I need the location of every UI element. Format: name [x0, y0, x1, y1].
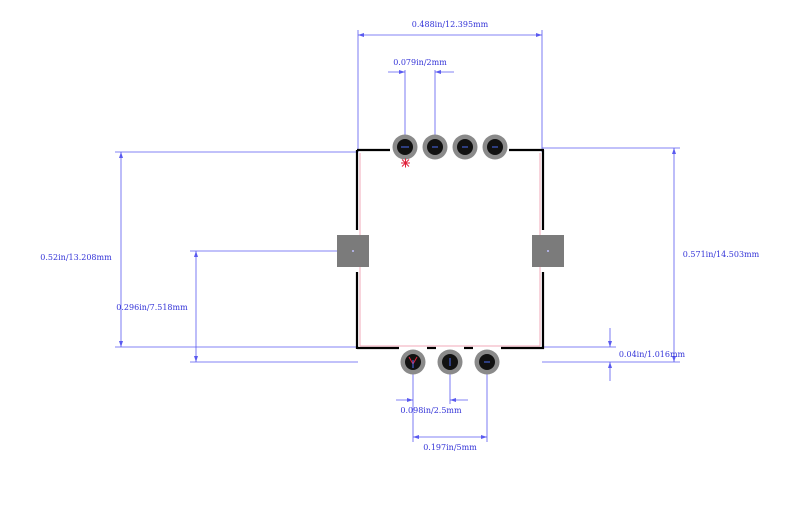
arrow	[450, 398, 456, 402]
pin-6	[437, 349, 463, 375]
pin-2	[422, 134, 448, 160]
arrow	[399, 70, 405, 74]
arrow	[672, 148, 676, 154]
dim-side-pad-offset-label: 0.296in/7.518mm	[116, 303, 188, 312]
dim-overall-width-label: 0.488in/12.395mm	[412, 20, 489, 29]
arrow	[119, 152, 123, 158]
pin1-marker-icon	[401, 158, 410, 168]
arrow	[608, 341, 612, 347]
arrow	[608, 362, 612, 368]
dim-overall-height-label: 0.571in/14.503mm	[683, 250, 760, 259]
arrow	[119, 341, 123, 347]
side-pad-right-center	[547, 250, 549, 252]
pin-3	[452, 134, 478, 160]
arrow	[194, 356, 198, 362]
top-pin-row	[392, 134, 508, 160]
component-outline	[355, 148, 545, 350]
arrow	[194, 251, 198, 257]
arrow	[672, 356, 676, 362]
dimension-lines	[115, 30, 680, 442]
dimension-arrows	[119, 33, 676, 439]
dim-bottom-offset-label: 0.04in/1.016mm	[619, 350, 686, 359]
arrow	[413, 435, 419, 439]
dim-body-height-label: 0.52in/13.208mm	[40, 253, 112, 262]
pin-7	[474, 349, 500, 375]
pin-4	[482, 134, 508, 160]
pin-5	[400, 349, 426, 375]
dim-top-pitch-label: 0.079in/2mm	[393, 58, 447, 67]
side-pad-left-center	[352, 250, 354, 252]
arrow	[435, 70, 441, 74]
dim-bottom-span-label: 0.197in/5mm	[423, 443, 477, 452]
arrow	[481, 435, 487, 439]
arrow	[407, 398, 413, 402]
arrow	[358, 33, 364, 37]
arrow	[536, 33, 542, 37]
pin-1	[392, 134, 418, 160]
bottom-pin-row	[400, 349, 500, 375]
dim-bottom-pitch-label: 0.098in/2.5mm	[400, 406, 462, 415]
